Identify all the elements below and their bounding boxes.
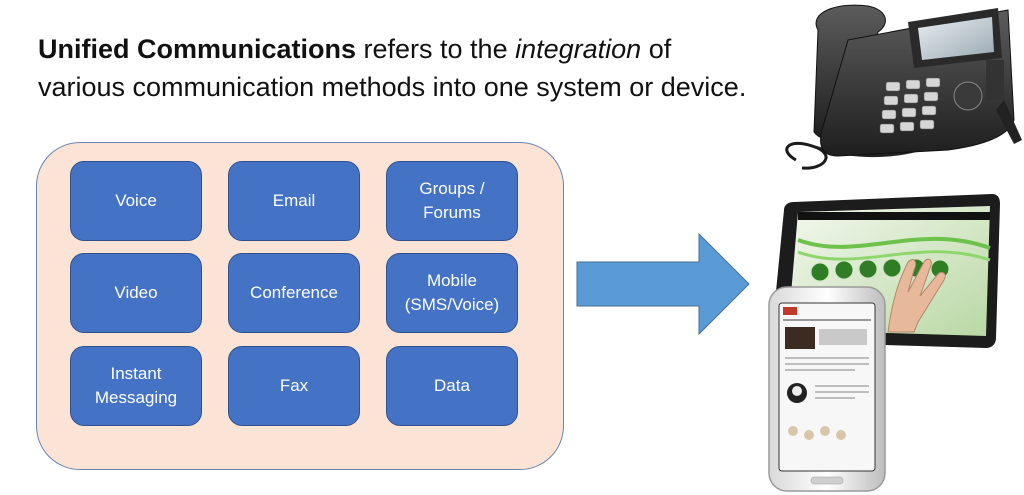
method-mobile: Mobile (SMS/Voice) xyxy=(386,253,518,333)
method-email: Email xyxy=(228,161,360,241)
right-arrow-icon xyxy=(576,232,750,336)
desk-phone-image xyxy=(785,4,1022,170)
smartphone-image xyxy=(768,286,886,492)
intro-text: Unified Communications refers to the int… xyxy=(38,30,758,106)
method-fax: Fax xyxy=(228,346,360,426)
method-conference: Conference xyxy=(228,253,360,333)
method-video: Video xyxy=(70,253,202,333)
intro-term: Unified Communications xyxy=(38,34,357,64)
intro-text-2: of various communication methods into on… xyxy=(38,34,747,102)
method-groups-forums: Groups / Forums xyxy=(386,161,518,241)
method-voice: Voice xyxy=(70,161,202,241)
intro-emphasis: integration xyxy=(515,34,642,64)
intro-text-1: refers to the xyxy=(356,34,516,64)
method-data: Data xyxy=(386,346,518,426)
method-instant-messaging: Instant Messaging xyxy=(70,346,202,426)
